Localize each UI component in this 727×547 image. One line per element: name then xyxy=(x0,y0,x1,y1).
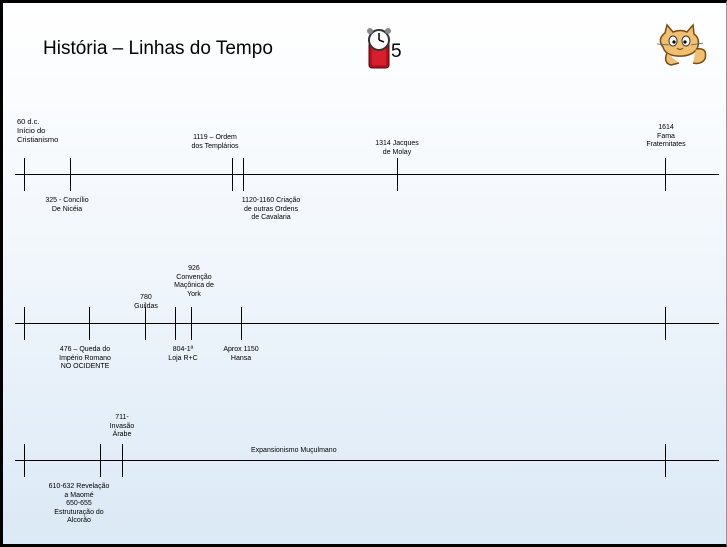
timeline-3-tick xyxy=(665,444,666,477)
event-label: 325 - Concílio De Nicéia xyxy=(45,197,89,213)
timeline-2-tick xyxy=(665,307,666,340)
event-label: 60 d.c. Início do Cristianismo xyxy=(17,117,59,144)
event-label: 804-1ª Loja R+C xyxy=(168,346,198,362)
event-label: 1120-1160 Criação de outras Ordens de Ca… xyxy=(241,197,301,221)
alarm-clock-icon xyxy=(367,28,391,69)
timeline-3-tick xyxy=(122,444,123,477)
timeline-1-tick xyxy=(70,158,71,191)
timeline-1-tick xyxy=(24,158,25,191)
timeline-2-tick xyxy=(241,307,242,340)
event-label: 476 – Queda do Império Romano NO OCIDENT… xyxy=(59,346,111,370)
event-label: 1314 Jacques de Molay xyxy=(375,140,419,156)
slide-number: 5 xyxy=(391,41,402,62)
timeline-1-tick xyxy=(232,158,233,191)
event-label: 711- Invasão Árabe xyxy=(109,414,135,438)
timeline-1-tick xyxy=(397,158,398,191)
span-label: Expansionismo Muçulmano xyxy=(251,447,337,454)
event-label: 1119 – Ordem dos Templários xyxy=(191,134,239,150)
timeline-2-axis xyxy=(15,323,719,324)
event-label: 780 Guildas xyxy=(134,294,158,310)
event-label: 926 Convenção Maçônica de York xyxy=(174,265,214,298)
timeline-2-tick xyxy=(175,307,176,340)
event-label: 1614 Fama Fraternitates xyxy=(646,124,686,148)
timeline-3-tick xyxy=(24,444,25,477)
timeline-2-tick xyxy=(191,307,192,340)
timeline-2-tick xyxy=(24,307,25,340)
cat-icon xyxy=(656,23,707,66)
timeline-3-tick xyxy=(100,444,101,477)
page-title: História – Linhas do Tempo xyxy=(43,38,273,59)
event-label: 610-632 Revelação a Maomé 650-655 Estrut… xyxy=(48,483,110,524)
timeline-3-axis xyxy=(15,460,719,461)
timeline-1-tick xyxy=(243,158,244,191)
event-label: Aprox 1150 Hansa xyxy=(223,346,259,362)
timeline-2-tick xyxy=(89,307,90,340)
timeline-1-axis xyxy=(15,174,719,175)
timeline-2-tick xyxy=(145,307,146,340)
timeline-1-tick xyxy=(665,158,666,191)
